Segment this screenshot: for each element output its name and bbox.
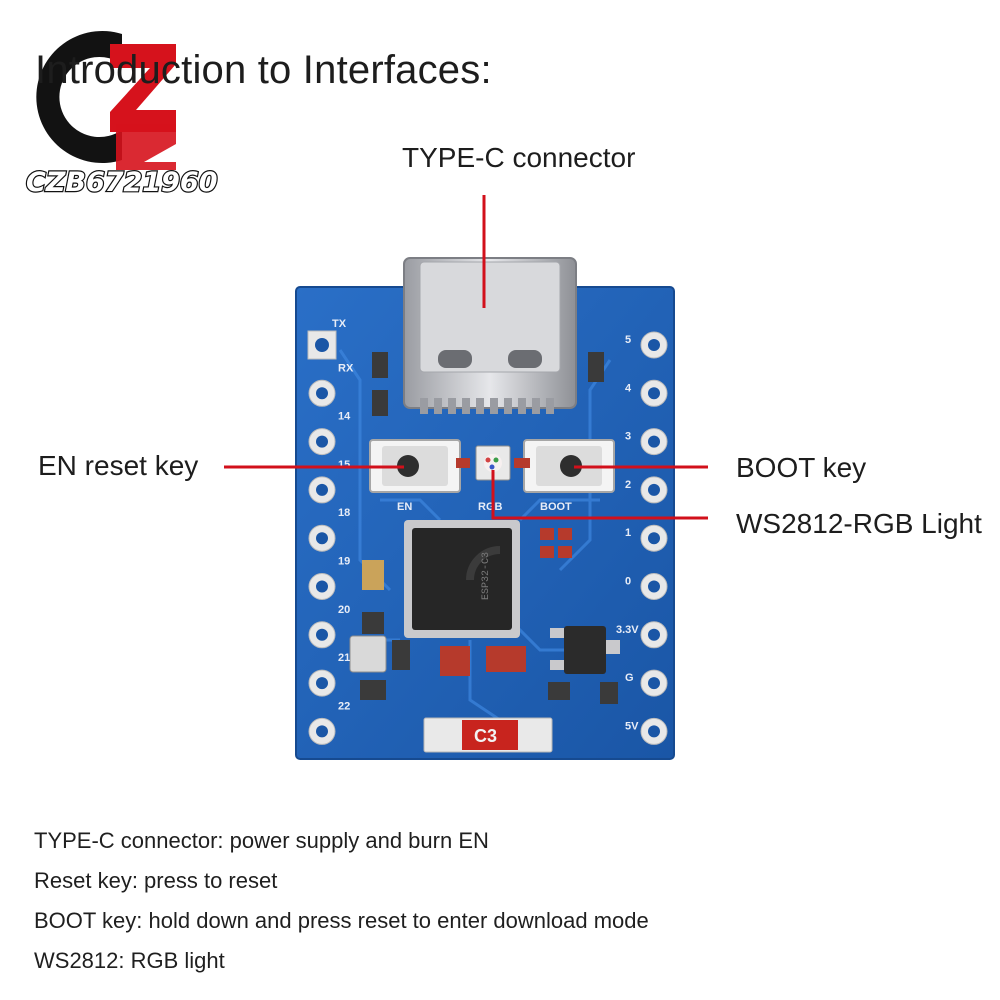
watermark-text: CZB6721960 [26,167,217,198]
left-pins [308,379,336,745]
smd-resistor [514,458,530,468]
model-label: C3 [423,717,553,753]
silk-left-pin-label: 21 [338,652,350,664]
pin-hole [316,387,328,400]
pin-hole [648,483,660,496]
pin-hole [316,677,328,690]
smd-resistor [456,458,470,468]
page-title: Introduction to Interfaces: [35,48,492,92]
silk-right-pin-label: 3.3V [616,624,639,636]
silk-right-pin-label: 2 [625,479,631,491]
pin-hole [648,580,660,593]
silk-right-pin-label: 4 [625,382,632,394]
right-pin-labels: 5 4 3 2 1 0 3.3V G 5V [616,334,639,732]
en-reset-button [369,439,461,493]
pin-hole [648,725,660,738]
watermark-logo: CZB6721960 [25,31,219,199]
usb-c-connector [403,257,577,414]
pin-hole [316,628,328,641]
description-line: WS2812: RGB light [34,948,225,973]
callout-line-rgb [491,470,708,520]
silk-left-pin-label: 20 [338,604,350,616]
description-line: TYPE-C connector: power supply and burn … [34,828,489,853]
chip-label: ESP32-C3 [481,552,492,600]
callout-lines [224,195,708,520]
pin-hole [316,725,328,738]
pin-hole [648,387,660,400]
callout-rgb: WS2812-RGB Light [736,508,982,539]
silk-right-pin-label: 1 [625,527,631,539]
ws2812-rgb-led [475,445,511,481]
description-line: BOOT key: hold down and press reset to e… [34,908,649,933]
pin-hole [648,435,660,448]
esp32-chip: ESP32-C3 [404,520,520,638]
pin-hole [316,532,328,545]
silk-left-pin-label: TX [332,318,347,330]
silk-boot: BOOT [540,501,572,513]
pin-hole [648,677,660,690]
silk-left-pin-label: 19 [338,556,350,568]
silk-left-pin-label: 15 [338,459,350,471]
left-pin-labels: TX RX 14 15 18 19 20 21 22 [332,318,354,712]
model-text: C3 [474,726,497,746]
crystal-oscillator [349,635,387,673]
right-pins [640,331,668,745]
callout-type-c: TYPE-C connector [402,142,636,173]
silk-rgb: RGB [478,501,503,513]
pin-hole [648,628,660,641]
left-pin-header [307,330,337,745]
boot-button [523,439,615,493]
silk-left-pin-label: 18 [338,507,350,519]
silk-right-pin-label: 5V [625,720,639,732]
silk-en: EN [397,501,412,513]
silk-left-pin-label: RX [338,362,354,374]
callout-en-reset: EN reset key [38,450,199,481]
silk-right-pin-label: 0 [625,576,631,588]
smd-components [360,352,618,704]
pin-hole [648,532,660,545]
pin-hole [648,339,660,351]
pin-hole [316,580,328,593]
silk-left-pin-label: 14 [338,411,351,423]
silk-right-pin-label: 5 [625,334,631,346]
voltage-regulator [550,626,620,674]
silk-left-pin-label: 22 [338,700,350,712]
pin-hole [316,483,328,496]
description-line: Reset key: press to reset [34,868,278,893]
callout-boot: BOOT key [736,452,867,483]
silk-right-pin-label: G [625,672,634,684]
pin-hole [316,435,328,448]
silk-right-pin-label: 3 [625,431,631,443]
